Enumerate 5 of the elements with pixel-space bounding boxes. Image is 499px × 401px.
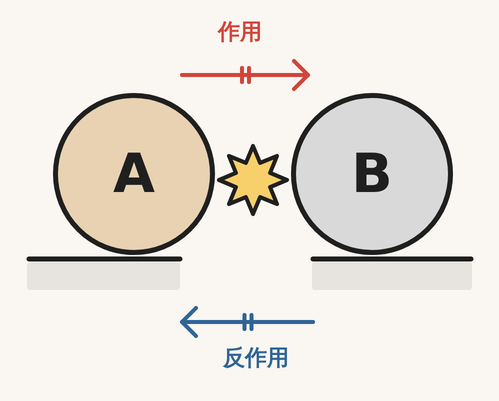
ball-letter: B: [351, 147, 393, 201]
ball-letter: A: [113, 147, 155, 201]
collision-burst: [216, 143, 290, 217]
force-label: 作用: [218, 22, 262, 44]
force-label: 反作用: [223, 348, 289, 370]
